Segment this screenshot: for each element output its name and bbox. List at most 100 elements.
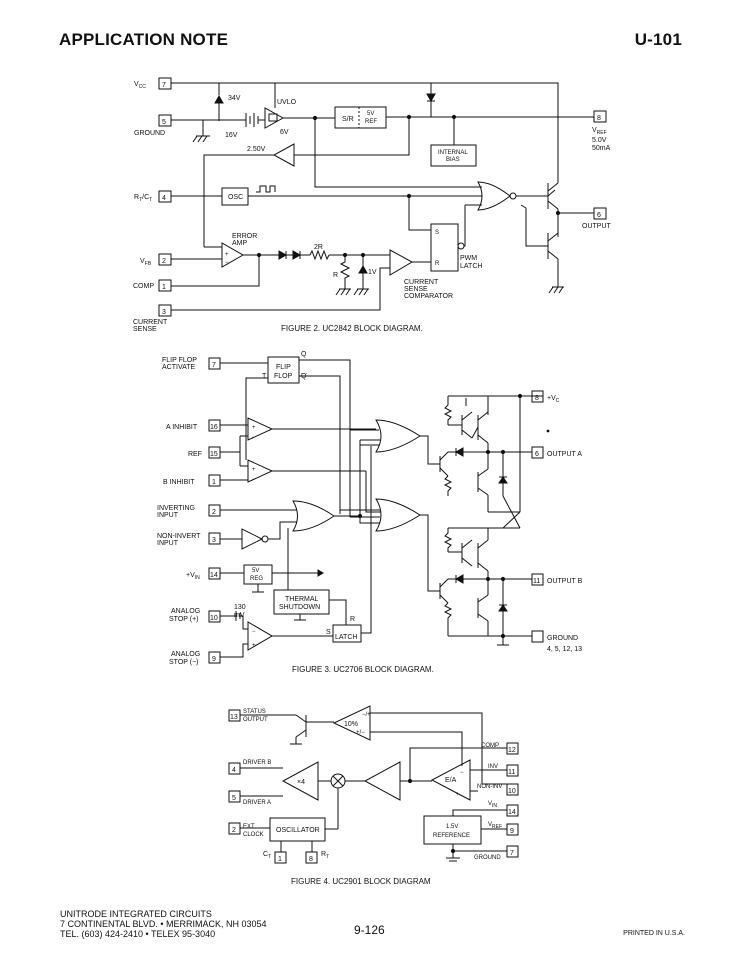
figure-4-uc2901: 13 4 5 2 1 8 12 11 10 14 9 7 STATUS OUTP… bbox=[228, 705, 519, 886]
resistor-r-label: R bbox=[333, 272, 338, 279]
pin-rt-number: 8 bbox=[309, 856, 313, 863]
sr-label: S/R bbox=[342, 116, 354, 123]
reference-1-5v-label: 1.5V bbox=[446, 824, 458, 830]
pin-ext-label-1: EXT bbox=[243, 824, 255, 830]
pin-comp4-number: 12 bbox=[508, 747, 516, 754]
t-label: T bbox=[262, 373, 267, 380]
q-label: Q bbox=[301, 351, 307, 358]
flip-flop-block bbox=[267, 356, 300, 384]
pin-vcc-number: 7 bbox=[162, 82, 166, 89]
latch-r-label: R bbox=[435, 261, 440, 267]
flip-flop-label-1: FLIP bbox=[276, 364, 291, 371]
percent-label: 10% bbox=[344, 721, 358, 728]
oscillator-label: OSCILLATOR bbox=[276, 827, 320, 834]
pin-inv-number: 2 bbox=[212, 509, 216, 516]
vref-2-50v-label: 2.50V bbox=[247, 146, 266, 153]
pin-inv4-label: INV bbox=[488, 764, 498, 770]
reference-label: REFERENCE bbox=[433, 833, 470, 839]
pin-ainh-label: A INHIBIT bbox=[166, 424, 198, 431]
status-comparator bbox=[332, 705, 371, 741]
thermal-shutdown-block bbox=[273, 589, 330, 615]
thermal-label-2: SHUTDOWN bbox=[279, 604, 320, 611]
offset-130-label: 130 bbox=[234, 604, 246, 611]
footer-line-3: TEL. (603) 424-2410 • TELEX 95-3040 bbox=[60, 929, 216, 939]
pin-drvb-label: DRIVER B bbox=[243, 760, 271, 766]
svg-text:−: − bbox=[460, 770, 464, 776]
internal-bias-label-2: BIAS bbox=[446, 157, 460, 163]
flip-flop-label-2: FLOP bbox=[274, 373, 293, 380]
pin-astop-m-number: 9 bbox=[212, 656, 216, 663]
pin-output-number: 6 bbox=[597, 212, 601, 219]
q-bar-label: Q bbox=[301, 373, 307, 380]
pin-drvb-number: 4 bbox=[232, 767, 236, 774]
cs-comp-label-2: SENSE bbox=[404, 286, 428, 293]
pin-ground-label: GROUND bbox=[134, 130, 165, 137]
reg-label-1: 5V bbox=[252, 568, 259, 574]
pin-outa-label: OUTPUT A bbox=[547, 451, 582, 458]
pin-gnd4-number: 7 bbox=[510, 850, 514, 857]
svg-text:+: + bbox=[252, 467, 256, 473]
svg-text:−: − bbox=[252, 629, 256, 635]
header-title: APPLICATION NOTE bbox=[59, 30, 229, 49]
pin-ainh-number: 16 bbox=[210, 424, 218, 431]
pin-ct-label: CT bbox=[263, 851, 271, 860]
reference-block bbox=[423, 815, 482, 845]
pin-vref4-label: VREF bbox=[488, 822, 502, 830]
pin-vfb-number: 2 bbox=[162, 258, 166, 265]
pin-inv-label-1: INVERTING bbox=[157, 505, 195, 512]
pin-vref-label: VREF bbox=[592, 127, 607, 136]
header-doc-number: U-101 bbox=[634, 30, 682, 49]
page-number: 9-126 bbox=[354, 923, 385, 937]
pin-vfb-label: VFB bbox=[140, 258, 152, 267]
pin-astop-p-number: 10 bbox=[210, 615, 218, 622]
figure-2-caption: FIGURE 2. UC2842 BLOCK DIAGRAM. bbox=[281, 324, 423, 333]
pin-ref-number: 15 bbox=[210, 451, 218, 458]
figure-3-caption: FIGURE 3. UC2706 BLOCK DIAGRAM. bbox=[292, 665, 434, 674]
pin-outb-number: 11 bbox=[533, 578, 540, 585]
latch-r-label-3: R bbox=[350, 616, 355, 623]
pin-ground-number: 5 bbox=[162, 119, 166, 126]
svg-text:−: − bbox=[225, 260, 229, 266]
printed-note: PRINTED IN U.S.A. bbox=[623, 930, 685, 937]
gain-x4-label: ×4 bbox=[297, 779, 305, 786]
pin-comp-label: COMP bbox=[133, 283, 154, 290]
pin-non-inv-4 bbox=[506, 783, 519, 796]
pin-binh-number: 1 bbox=[212, 479, 216, 486]
pin-status-number: 13 bbox=[230, 714, 238, 721]
footer-line-1: UNITRODE INTEGRATED CIRCUITS bbox=[60, 909, 212, 919]
pin-outb-label: OUTPUT B bbox=[547, 578, 583, 585]
pwm-latch-label-2: LATCH bbox=[460, 263, 482, 270]
pin-ct-number: 1 bbox=[278, 856, 282, 863]
pin-ffa-label-1: FLIP FLOP bbox=[162, 357, 197, 364]
pin-gnd-label-1: GROUND bbox=[547, 635, 578, 642]
svg-text:+: + bbox=[252, 425, 256, 431]
pin-cs-label-1: CURRENT bbox=[133, 319, 168, 326]
osc-label: OSC bbox=[228, 194, 243, 201]
pin-vref4-number: 9 bbox=[510, 828, 514, 835]
pwm-latch-label-1: PWM bbox=[460, 255, 477, 262]
zener-34v-label: 34V bbox=[228, 95, 241, 102]
svg-text:+: + bbox=[225, 252, 229, 258]
error-amp-label-1: ERROR bbox=[232, 233, 257, 240]
pin-vin-number: 14 bbox=[210, 572, 218, 579]
pin-vin-label: +VIN bbox=[186, 572, 200, 581]
pin-vin4-label: VIN bbox=[488, 801, 497, 809]
pin-astop-m-label-1: ANALOG bbox=[171, 651, 200, 658]
pin-vc-label: +VC bbox=[547, 395, 560, 404]
pin-inv4-number: 11 bbox=[508, 769, 515, 776]
ref-5v-label: 5V bbox=[367, 111, 374, 117]
pin-ninv4-number: 10 bbox=[508, 788, 516, 795]
pin-cs-number: 3 bbox=[162, 309, 166, 316]
figure-4-caption: FIGURE 4. UC2901 BLOCK DIAGRAM bbox=[291, 877, 431, 886]
pin-drva-number: 5 bbox=[232, 795, 236, 802]
pin-vin4-number: 14 bbox=[508, 809, 516, 816]
footer-line-2: 7 CONTINENTAL BLVD. • MERRIMACK, NH 0305… bbox=[60, 919, 267, 929]
pin-ninv-number: 3 bbox=[212, 537, 216, 544]
pin-ext-number: 2 bbox=[232, 827, 236, 834]
pin-ninv4-label: NON-INV bbox=[477, 784, 502, 790]
svg-text:−/+: −/+ bbox=[362, 712, 371, 718]
pin-ffa-number: 7 bbox=[212, 362, 216, 369]
pin-cs-label-2: SENSE bbox=[133, 326, 157, 333]
pin-gnd4-label: GROUND bbox=[474, 855, 501, 861]
pin-astop-p-label-2: STOP (+) bbox=[169, 616, 199, 623]
